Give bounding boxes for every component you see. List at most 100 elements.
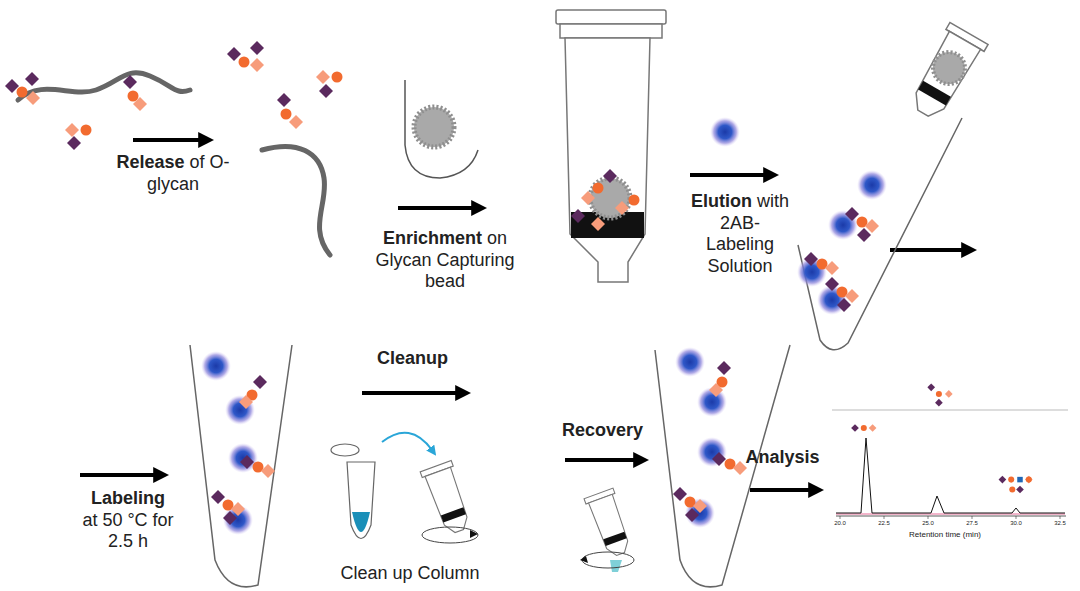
axis-title-group: Retention time (min): [890, 530, 1000, 540]
released-glycans: [316, 70, 330, 84]
spin-column: [571, 209, 585, 223]
step-label-group: Labelingat 50 °C for 2.5 h: [68, 488, 188, 553]
axis-tick-group: 27.5: [957, 520, 987, 527]
axis-tick: 20.0: [834, 520, 846, 526]
chromatogram: [972, 516, 973, 519]
labeling-tube: [211, 490, 245, 525]
chromatogram: [1016, 486, 1024, 494]
chromatogram: [836, 438, 1065, 513]
spin-column: [615, 201, 629, 215]
arrow: [80, 140, 966, 490]
cleanup-column-icon: [331, 433, 478, 543]
labeling-tube: [253, 375, 267, 389]
chromatogram: [928, 516, 929, 519]
spin-column: [590, 178, 630, 218]
chromatogram: [999, 476, 1007, 484]
glycoprotein: [17, 87, 28, 98]
bead-tip: [405, 80, 478, 178]
chromatogram: [840, 516, 841, 519]
elution-tube: [804, 252, 839, 275]
chromatogram: [1060, 516, 1061, 519]
axis-tick-group: 32.5: [1045, 520, 1075, 527]
bead-tip: [414, 107, 454, 147]
spin-column: [565, 38, 650, 282]
labeling-tube: [239, 395, 253, 409]
label-dye: [710, 117, 740, 147]
cleanup-column-icon: [331, 444, 359, 456]
labeling-tube: [190, 345, 292, 587]
cleanup-column-icon: [382, 433, 432, 450]
glycoprotein: [65, 123, 79, 137]
spin-column: [629, 195, 640, 206]
arrow: [690, 173, 768, 177]
elution-tube: [904, 22, 988, 124]
step-label: Cleanup: [377, 348, 448, 368]
arrow: [80, 473, 158, 477]
cleanup-column-icon: [420, 461, 475, 537]
icon-label: Clean up Column: [340, 563, 479, 583]
chromatogram: [861, 425, 867, 431]
cleanup-column-icon: [352, 512, 370, 532]
arrow: [398, 206, 476, 210]
step-label: Elution: [691, 191, 752, 211]
step-label-group: Analysis: [738, 447, 832, 469]
chromatogram: [836, 514, 1065, 515]
chromatogram: [1009, 486, 1015, 492]
glycoprotein: [123, 75, 137, 89]
step-label: Analysis: [745, 447, 819, 467]
step-label-group: Cleanup: [368, 348, 462, 370]
arrow: [890, 248, 966, 252]
chromatogram: [1017, 477, 1023, 483]
arrow: [133, 138, 203, 142]
recovery-column-icon: [580, 556, 588, 563]
axis-tick: 22.5: [878, 520, 890, 526]
step-label: at 50 °C for 2.5 h: [82, 510, 173, 552]
step-label: Enrichment: [383, 228, 482, 248]
elution-tube: [845, 207, 879, 242]
glycoprotein: [128, 91, 139, 102]
elution-tube: [797, 22, 988, 349]
elution-tube: [798, 118, 962, 350]
cleanup-column-icon: [422, 527, 478, 543]
chromatogram: [1025, 476, 1033, 484]
labeling-tube: [190, 345, 292, 587]
recovery-column-icon: [584, 488, 635, 559]
chromatogram: [1008, 477, 1014, 483]
recovery-column-icon: [580, 488, 635, 572]
chromatogram: [840, 516, 1060, 519]
axis-tick: 30.0: [1010, 520, 1022, 526]
recovery-tube: [709, 383, 723, 397]
axis-tick-group: 30.0: [1001, 520, 1031, 527]
axis-title: Retention time (min): [909, 530, 981, 539]
axis-tick: 25.0: [922, 520, 934, 526]
elution-tube: [857, 170, 887, 200]
step-label: Labeling: [68, 488, 188, 510]
labeling-tube: [201, 351, 231, 381]
chromatogram: [945, 390, 953, 398]
spin-column: [581, 191, 595, 205]
glycoprotein: [133, 97, 147, 111]
spin-column: [593, 183, 604, 194]
cleanup-column-icon: [420, 461, 475, 537]
chromatogram: [999, 476, 1033, 494]
chromatogram: [935, 399, 943, 407]
spin-column: [603, 169, 617, 183]
label-dye: [710, 117, 740, 147]
chromatogram: [836, 516, 1066, 517]
elution-tube: [825, 277, 859, 312]
recovery-column-icon: [610, 560, 622, 572]
glycoprotein: [81, 125, 92, 136]
glycoprotein: [67, 136, 81, 150]
labeling-tube: [240, 455, 275, 478]
arrow: [362, 391, 460, 395]
chromatogram: [1026, 477, 1032, 483]
recovery-tube: [673, 487, 707, 522]
chromatogram: [936, 391, 942, 397]
spin-column: [556, 10, 666, 282]
elution-tube: [927, 46, 971, 90]
axis-tick: 27.5: [966, 520, 978, 526]
axis-tick: 32.5: [1054, 520, 1066, 526]
chromatogram: [1016, 516, 1017, 519]
axis-tick-group: 20.0: [825, 520, 855, 527]
released-glycans: [250, 58, 264, 72]
